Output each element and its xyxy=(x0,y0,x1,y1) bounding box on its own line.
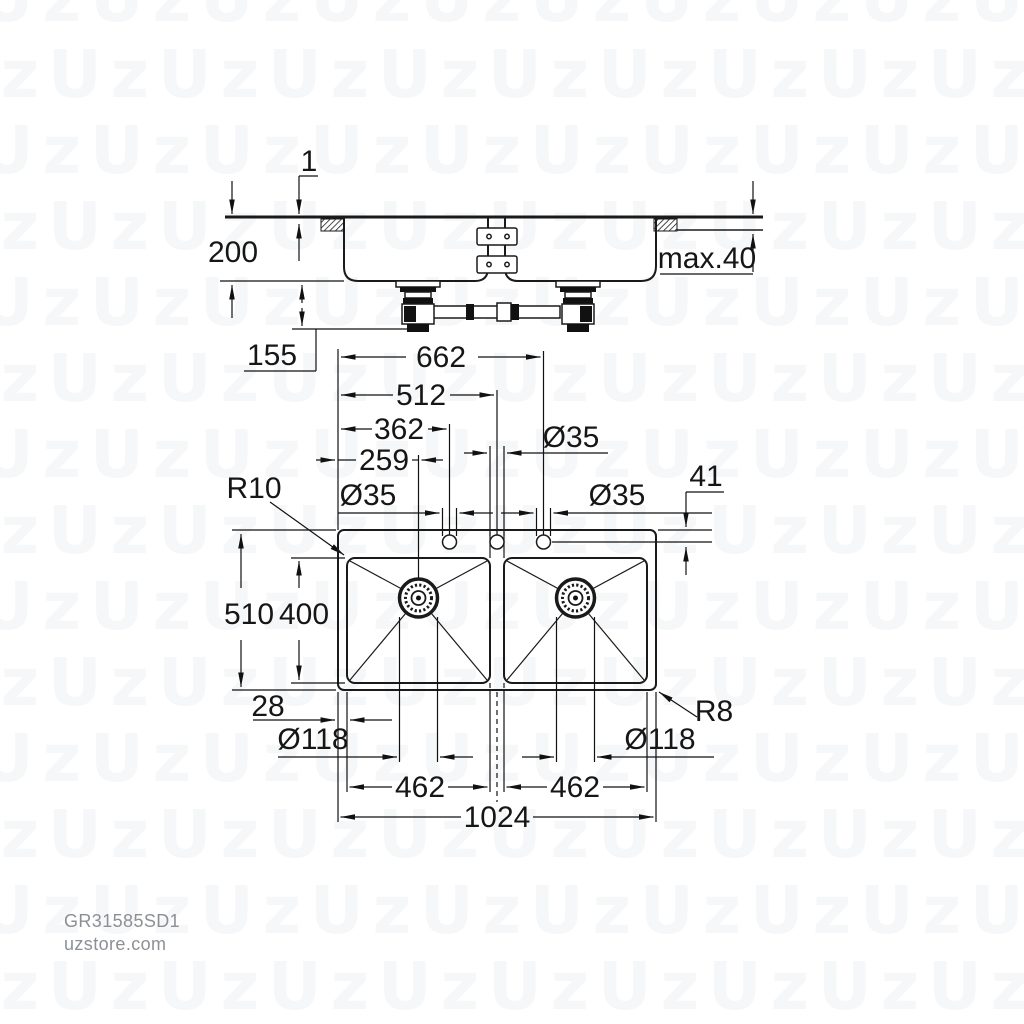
dim-400-label: 400 xyxy=(279,598,329,631)
plan-view-dimensions xyxy=(232,529,714,822)
drain-right xyxy=(554,577,597,619)
radius-bowl-label: R10 xyxy=(226,472,281,505)
dimension-labels: 1 200 max.40 155 662 512 362 259 Ø35 Ø35… xyxy=(208,145,756,834)
side-section-view xyxy=(225,215,763,332)
dia-35-left-label: Ø35 xyxy=(340,479,397,512)
sink-left-bowl-section xyxy=(343,218,489,282)
product-code: GR31585SD1 xyxy=(64,911,181,931)
bowl-left xyxy=(346,557,491,684)
bowl-diagonals xyxy=(349,560,645,681)
dia-35-right-label: Ø35 xyxy=(589,479,646,512)
counter-hatch-right xyxy=(653,218,678,232)
dim-28-label: 28 xyxy=(251,690,284,723)
dim-362-label: 362 xyxy=(374,413,424,446)
website-url: uzstore.com xyxy=(64,934,167,954)
dia-35-center-label: Ø35 xyxy=(543,421,600,454)
dim-510-label: 510 xyxy=(224,598,274,631)
faucet-holes xyxy=(441,534,552,550)
dim-depth-label: 200 xyxy=(208,236,258,269)
drain-left xyxy=(397,577,440,619)
dim-counter-max-label: max.40 xyxy=(658,242,756,275)
dim-1024-label: 1024 xyxy=(464,801,531,834)
mounting-brackets xyxy=(476,227,518,274)
bowl-right xyxy=(503,557,648,684)
connecting-pipe xyxy=(431,305,561,319)
dim-662-label: 662 xyxy=(416,341,466,374)
counter-hatch-left xyxy=(320,218,345,232)
dim-rim-height-label: 1 xyxy=(301,145,318,178)
sink-outline xyxy=(337,529,657,691)
dim-trap-offset-label: 155 xyxy=(247,339,297,372)
dim-462-right-label: 462 xyxy=(550,771,600,804)
drain-pipe-assembly xyxy=(395,280,601,332)
dia-118-left-label: Ø118 xyxy=(277,723,348,756)
drain-strainer-left xyxy=(395,280,441,332)
footer: GR31585SD1 uzstore.com xyxy=(64,910,180,956)
side-view-dimensions xyxy=(220,175,756,372)
radius-outer-label: R8 xyxy=(695,695,733,728)
drain-strainer-right xyxy=(555,280,601,332)
dim-41-label: 41 xyxy=(689,460,722,493)
dim-259-label: 259 xyxy=(359,444,409,477)
sink-right-bowl-section xyxy=(504,218,657,282)
dia-118-right-label: Ø118 xyxy=(624,723,695,756)
plan-view xyxy=(337,529,657,691)
dim-512-label: 512 xyxy=(396,379,446,412)
hole-position-dimensions xyxy=(269,349,724,580)
dim-462-left-label: 462 xyxy=(395,771,445,804)
